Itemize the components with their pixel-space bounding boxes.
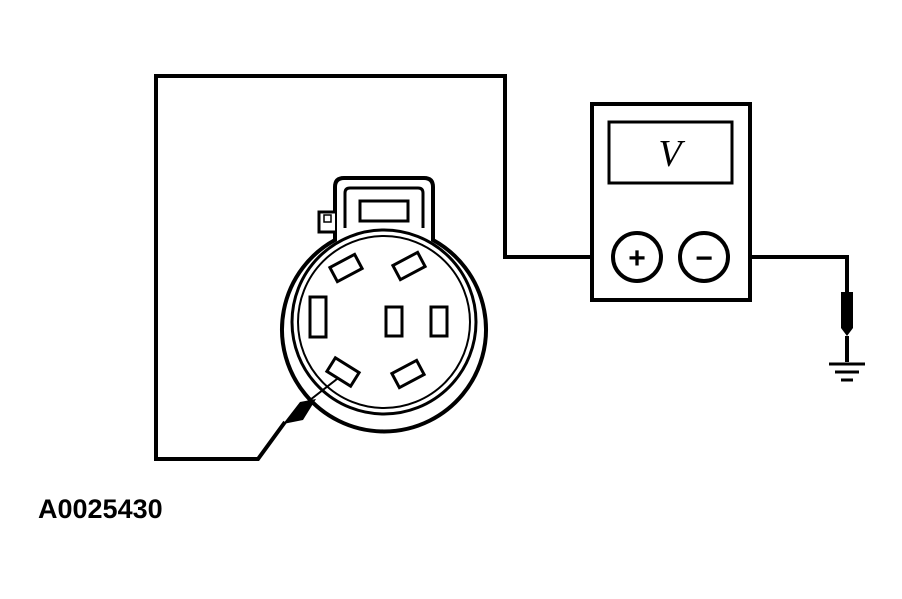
positive-terminal (611, 231, 663, 283)
pin-cavity (384, 305, 404, 338)
voltmeter: V + − (590, 102, 752, 302)
positive-terminal-label: + (628, 242, 646, 275)
test-probe-icon (283, 378, 338, 424)
negative-terminal-label: − (695, 242, 713, 275)
pin-cavity-tested (324, 355, 362, 389)
probe-body (283, 399, 316, 424)
pin-cavity (429, 305, 449, 338)
positive-test-lead-wire (154, 74, 612, 461)
round-connector-icon (280, 176, 488, 434)
ground-symbol-icon (829, 292, 865, 382)
pin-cavity (390, 250, 428, 282)
negative-terminal (678, 231, 730, 283)
ground-probe-body (841, 292, 853, 336)
latch-tab (358, 199, 410, 223)
pin-cavity (327, 252, 365, 284)
voltmeter-display-label: V (658, 133, 685, 175)
voltmeter-display (607, 120, 734, 185)
negative-test-lead-wire (730, 255, 849, 292)
pin-cavity (389, 358, 427, 390)
connector-latch (343, 186, 425, 228)
figure-reference-code: A0025430 (38, 494, 163, 524)
pin-cavity (308, 295, 328, 339)
